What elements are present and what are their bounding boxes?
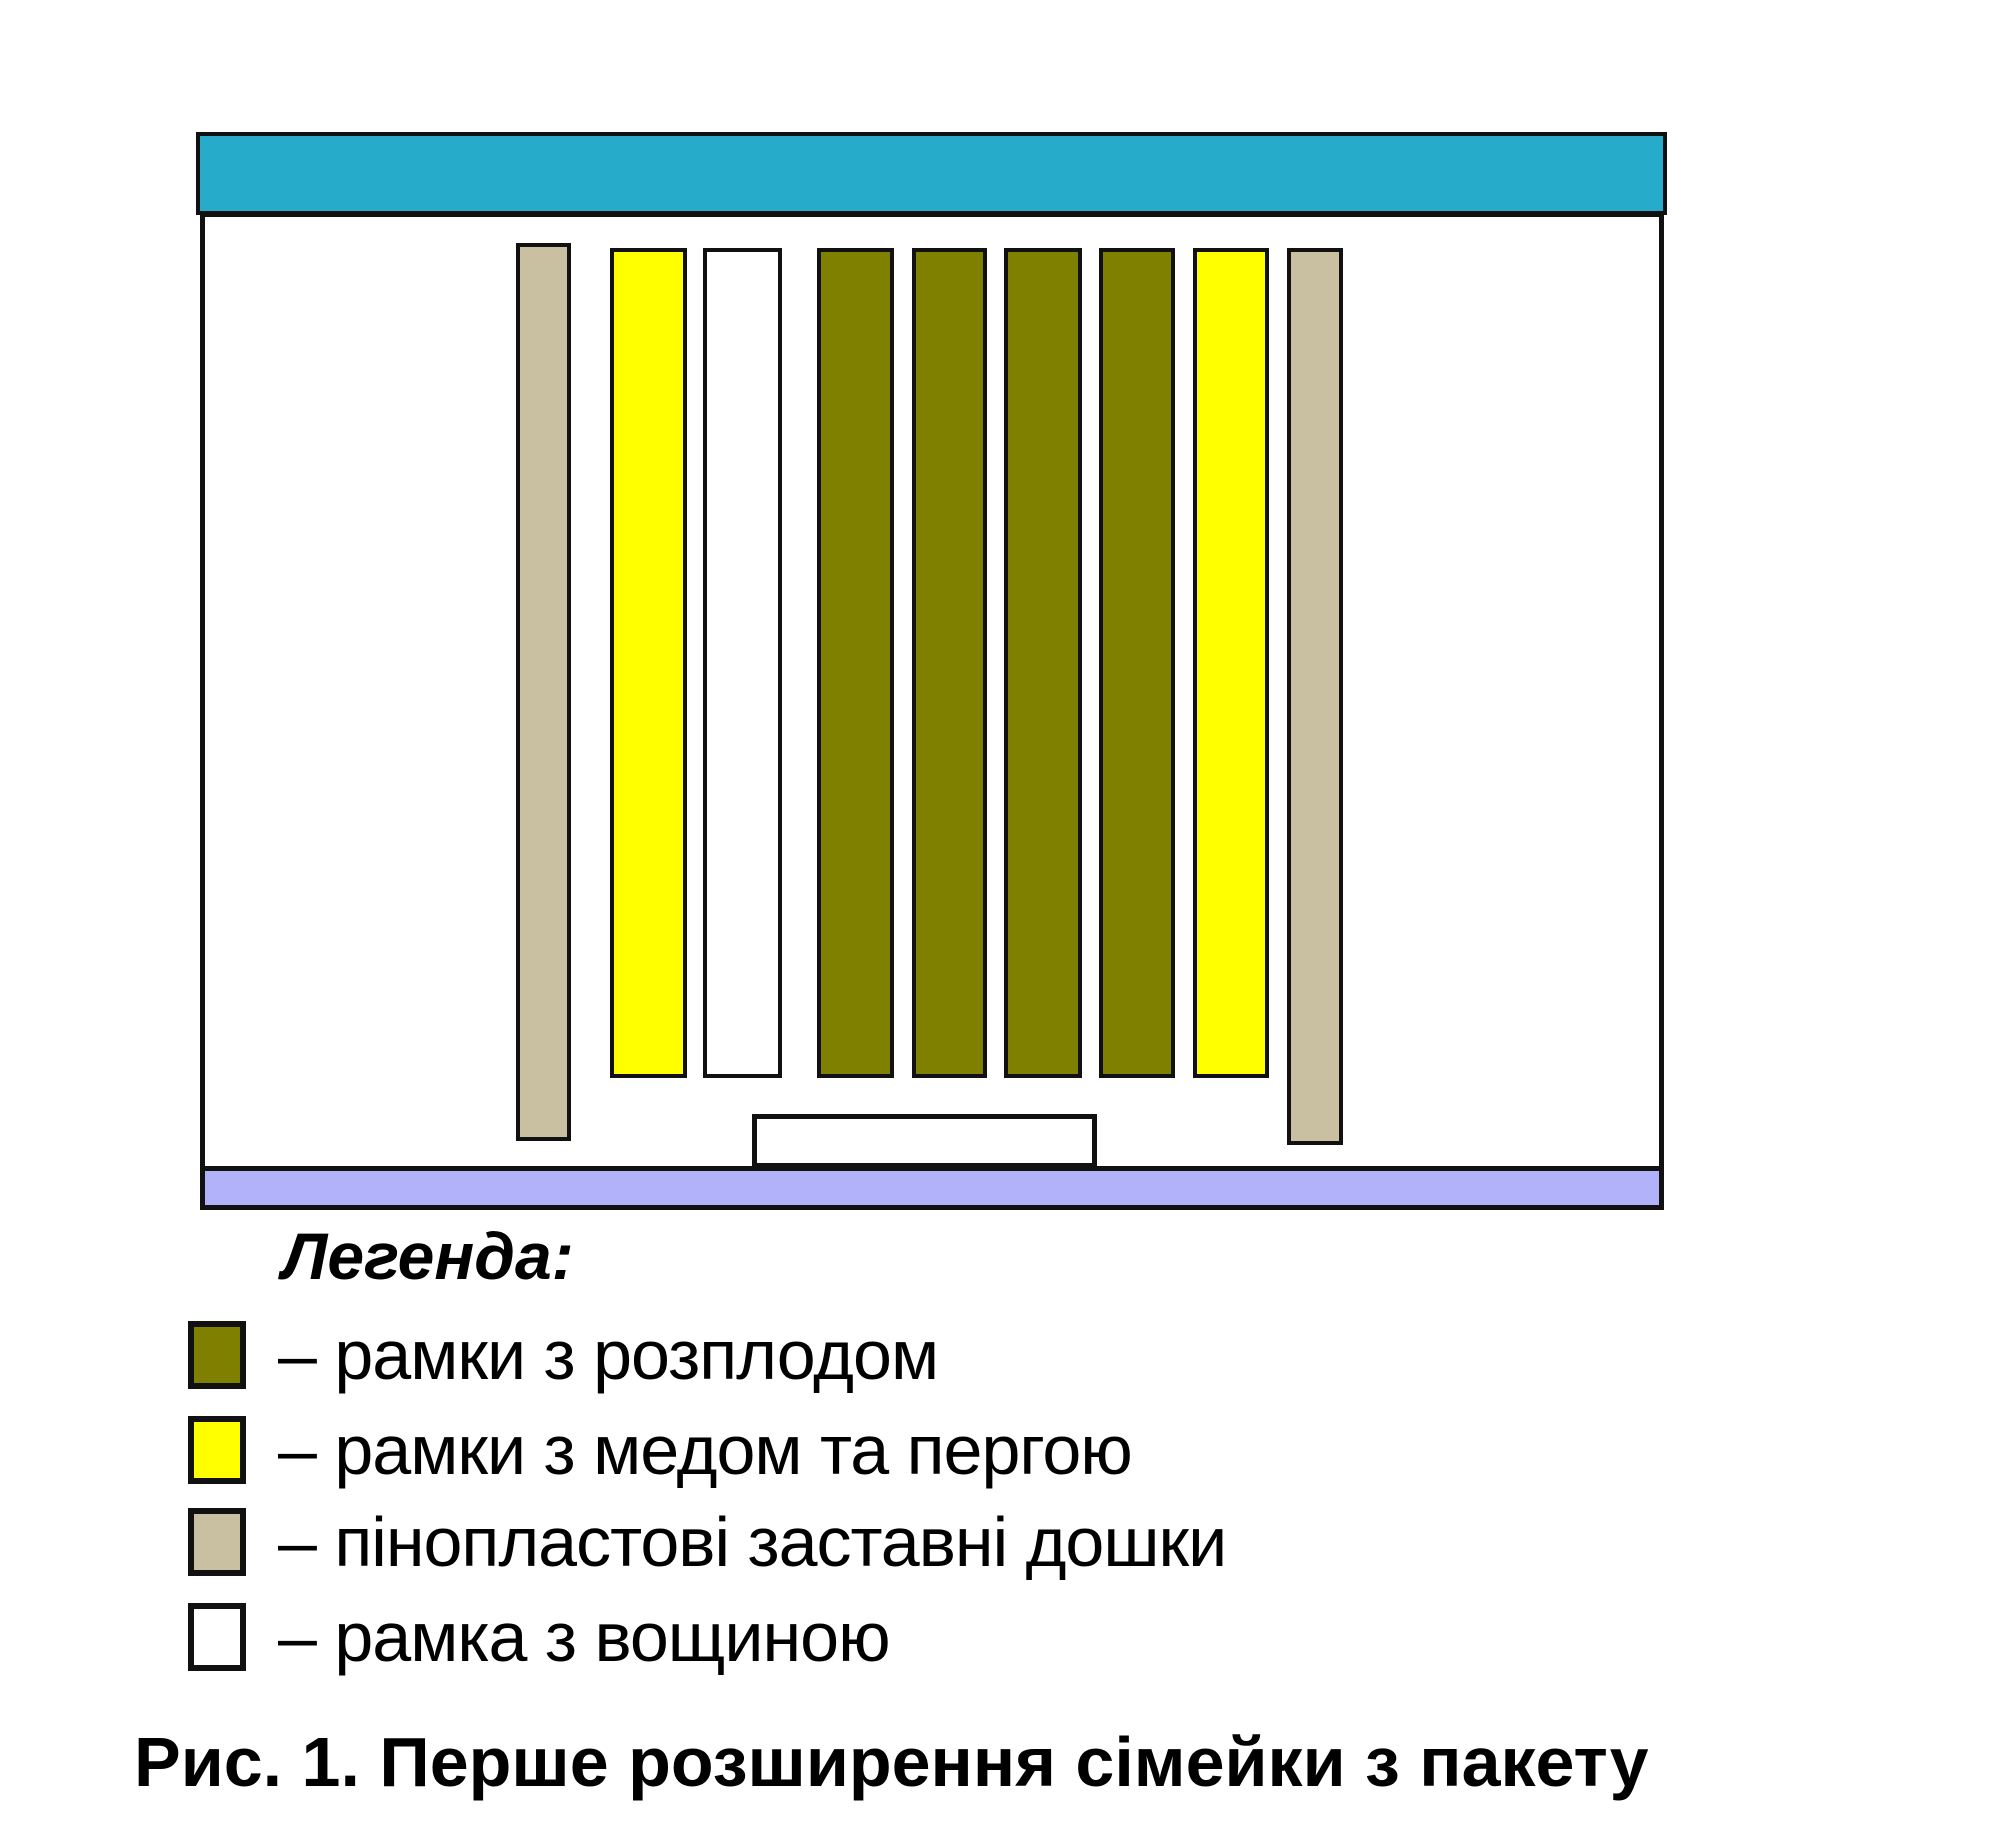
frame-brood	[1099, 248, 1175, 1078]
legend-item-honey: – рамки з медом та пергою	[188, 1411, 1133, 1489]
hive-lid	[196, 132, 1667, 215]
frame-brood	[1004, 248, 1082, 1078]
legend-label: – рамка з вощиною	[278, 1598, 891, 1676]
frame-brood	[912, 248, 987, 1078]
legend-label: – пінопластові заставні дошки	[278, 1503, 1227, 1581]
frame-honey	[1193, 248, 1269, 1078]
legend-item-brood: – рамки з розплодом	[188, 1316, 939, 1394]
legend-swatch	[188, 1416, 246, 1484]
legend-swatch	[188, 1508, 246, 1576]
legend-swatch	[188, 1603, 246, 1671]
figure-caption: Рис. 1. Перше розширення сімейки з пакет…	[134, 1723, 1649, 1801]
legend-item-foundation: – рамка з вощиною	[188, 1598, 891, 1676]
frame-honey	[610, 248, 687, 1078]
legend-item-board: – пінопластові заставні дошки	[188, 1503, 1227, 1581]
legend-title: Легенда:	[282, 1219, 574, 1293]
legend-label: – рамки з медом та пергою	[278, 1411, 1133, 1489]
legend-swatch	[188, 1321, 246, 1389]
frame-board-right	[1287, 248, 1343, 1145]
frame-board-left	[516, 243, 571, 1141]
frame-brood	[817, 248, 894, 1078]
legend-label: – рамки з розплодом	[278, 1316, 939, 1394]
hive-bottom	[200, 1166, 1664, 1210]
feeder	[752, 1114, 1097, 1168]
frame-foundation	[703, 248, 782, 1078]
